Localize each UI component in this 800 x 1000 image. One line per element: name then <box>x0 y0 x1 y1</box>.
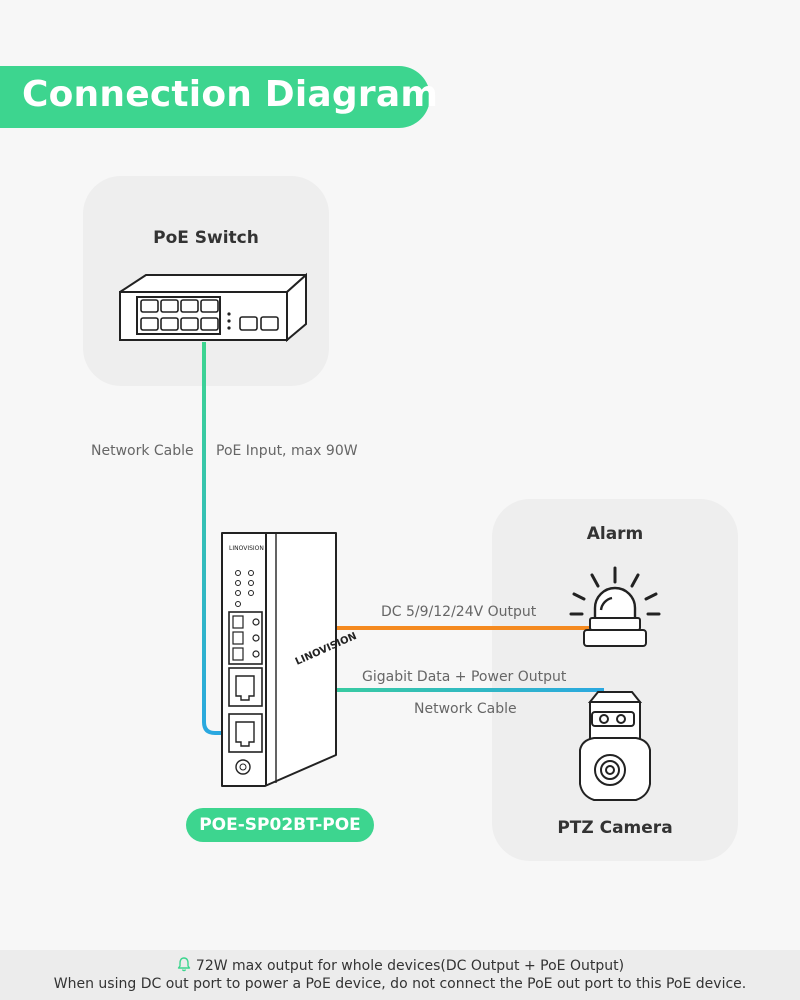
poe-input-label: PoE Input, max 90W <box>216 443 358 459</box>
ptz-camera-title: PTZ Camera <box>557 818 673 838</box>
device-brand-small: LINOVISION <box>229 545 264 552</box>
title-banner: Connection Diagram <box>0 66 438 128</box>
network-cable-bottom-label: Network Cable <box>414 701 517 717</box>
device-model-badge: POE-SP02BT-POE <box>186 808 374 842</box>
footer-line-1: 72W max output for whole devices(DC Outp… <box>0 956 800 974</box>
poe-switch-icon <box>119 272 307 343</box>
alarm-icon <box>569 566 661 647</box>
footer-line-1-text: 72W max output for whole devices(DC Outp… <box>195 958 625 974</box>
dc-output-label: DC 5/9/12/24V Output <box>381 604 537 620</box>
page-title: Connection Diagram <box>22 74 439 115</box>
footer-line-2: When using DC out port to power a PoE de… <box>53 976 747 992</box>
alarm-title: Alarm <box>586 524 644 544</box>
splitter-device-icon: LINOVISION LINOVISION <box>221 532 358 787</box>
network-cable-input <box>202 342 236 735</box>
gigabit-output-label: Gigabit Data + Power Output <box>362 669 567 685</box>
poe-switch-title: PoE Switch <box>153 228 259 248</box>
footer-note: 72W max output for whole devices(DC Outp… <box>0 950 800 1000</box>
network-cable-top-label: Network Cable <box>91 443 194 459</box>
bell-icon <box>177 957 191 972</box>
ptz-camera-icon <box>579 691 651 801</box>
